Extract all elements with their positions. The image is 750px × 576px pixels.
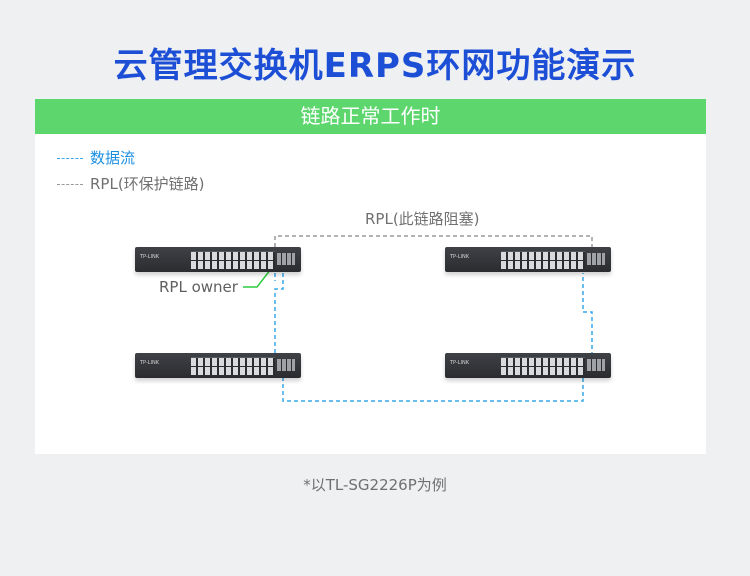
rpl-line-sample <box>57 183 83 185</box>
data-link-right-bottom-right-top <box>582 273 593 363</box>
status-banner: 链路正常工作时 <box>35 99 706 134</box>
switch-top-right: TP-LINK <box>445 247 611 272</box>
data-link-left-top-left-bottom <box>274 273 284 367</box>
switch-brand: TP-LINK <box>140 254 160 260</box>
rpl-owner-label: RPL owner <box>159 278 238 296</box>
switch-ports <box>501 357 585 375</box>
switch-sfp-ports <box>277 359 295 371</box>
legend-rpl: RPL(环保护链路) <box>57 175 205 193</box>
model-caption: *以TL-SG2226P为例 <box>303 476 447 494</box>
switch-brand: TP-LINK <box>450 254 470 260</box>
legend-data-flow: 数据流 <box>57 149 135 167</box>
switch-top-left: TP-LINK <box>135 247 301 272</box>
legend-data-flow-label: 数据流 <box>90 149 136 167</box>
switch-brand: TP-LINK <box>140 360 160 366</box>
ring-links <box>243 235 593 402</box>
rpl-owner-leader <box>243 268 272 288</box>
page-title: 云管理交换机ERPS环网功能演示 <box>113 46 637 86</box>
legend-rpl-label: RPL(环保护链路) <box>90 175 205 193</box>
switch-sfp-ports <box>277 253 295 265</box>
switch-ports <box>191 357 275 375</box>
data-flow-line-sample <box>57 157 83 159</box>
diagram-panel: 链路正常工作时 数据流 RPL(环保护链路) RPL(此链路阻塞) RPL ow… <box>35 99 706 454</box>
switch-sfp-ports <box>587 253 605 265</box>
rpl-link <box>274 235 593 249</box>
switch-bottom-left: TP-LINK <box>135 353 301 378</box>
switch-bottom-right: TP-LINK <box>445 353 611 378</box>
switch-ports <box>501 251 585 269</box>
switch-brand: TP-LINK <box>450 360 470 366</box>
switch-sfp-ports <box>587 359 605 371</box>
rpl-blocked-label: RPL(此链路阻塞) <box>365 210 480 228</box>
switch-ports <box>191 251 275 269</box>
